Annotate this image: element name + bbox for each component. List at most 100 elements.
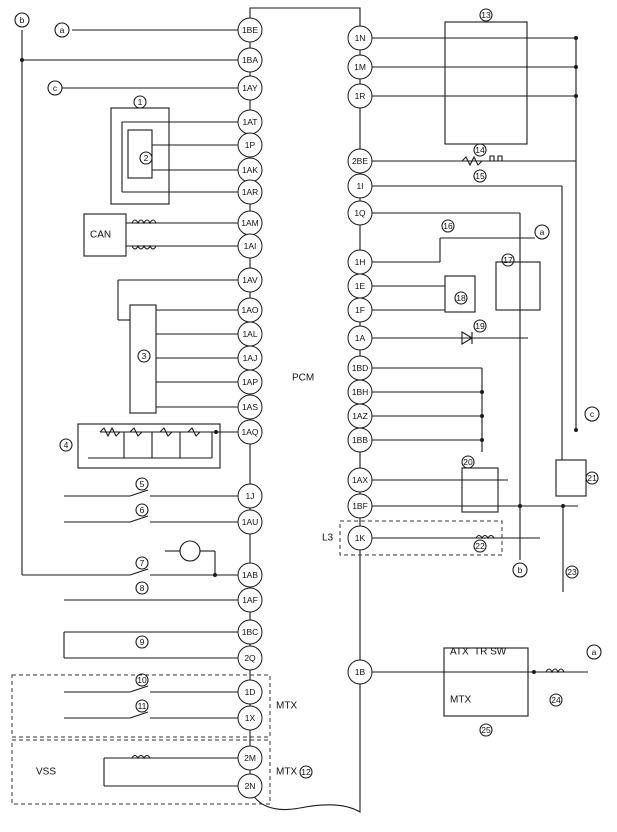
component-number-3: 3: [137, 349, 151, 363]
svg-text:1: 1: [138, 97, 143, 107]
component-number-23: 23: [565, 565, 579, 579]
svg-text:1AY: 1AY: [242, 83, 258, 93]
component-number-8: 8: [135, 581, 149, 595]
svg-text:1AS: 1AS: [242, 402, 258, 412]
right-pin-1az: 1AZ: [347, 403, 373, 429]
svg-text:b: b: [518, 565, 523, 575]
svg-text:1A: 1A: [355, 333, 366, 343]
svg-text:1BA: 1BA: [242, 55, 258, 65]
svg-text:1R: 1R: [355, 91, 366, 101]
svg-text:24: 24: [551, 695, 561, 705]
component-number-2: 2: [139, 151, 153, 165]
connector-b-bottom: b: [512, 562, 528, 578]
pcm-label: PCM: [292, 373, 314, 384]
right-pin-1bb: 1BB: [347, 427, 373, 453]
svg-text:1AM: 1AM: [241, 218, 258, 228]
right-pin-1h: 1H: [347, 249, 373, 275]
left-pin-1al: 1AL: [237, 321, 263, 347]
component-number-14: 14: [473, 143, 487, 157]
svg-text:11: 11: [138, 701, 147, 711]
right-pin-1e: 1E: [347, 273, 373, 299]
right-pin-1m: 1M: [347, 54, 373, 80]
svg-text:b: b: [20, 15, 25, 25]
svg-text:15: 15: [475, 171, 485, 181]
can-label: CAN: [90, 230, 111, 241]
left-pin-1ap: 1AP: [237, 369, 263, 395]
svg-text:14: 14: [475, 145, 485, 155]
svg-text:1BB: 1BB: [352, 435, 368, 445]
right-pin-1f: 1F: [347, 297, 373, 323]
svg-text:1B: 1B: [355, 667, 366, 677]
left-pin-2n: 2N: [237, 773, 263, 799]
left-pin-group: 1BE1BA1AY1AT1P1AK1AR1AM1AI1AV1AO1AL1AJ1A…: [237, 17, 263, 799]
mtx-label-2: MTX: [276, 767, 297, 778]
svg-text:9: 9: [140, 637, 145, 647]
svg-text:1AO: 1AO: [241, 305, 258, 315]
right-pin-1bd: 1BD: [347, 355, 373, 381]
component-number-18: 18: [454, 291, 468, 305]
svg-text:21: 21: [587, 473, 597, 483]
svg-text:1E: 1E: [355, 281, 366, 291]
right-pin-1a: 1A: [347, 325, 373, 351]
left-pin-1x: 1X: [237, 705, 263, 731]
svg-text:6: 6: [140, 505, 145, 515]
component-number-10: 10: [135, 673, 149, 687]
svg-text:1K: 1K: [355, 533, 366, 543]
component-number-6: 6: [135, 503, 149, 517]
svg-text:2BE: 2BE: [352, 156, 368, 166]
right-pin-1bh: 1BH: [347, 379, 373, 405]
component-number-15: 15: [473, 169, 487, 183]
right-pin-1n: 1N: [347, 25, 373, 51]
svg-text:1D: 1D: [245, 687, 256, 697]
svg-text:1M: 1M: [354, 62, 366, 72]
svg-text:23: 23: [567, 567, 577, 577]
left-pin-1at: 1AT: [237, 109, 263, 135]
svg-text:a: a: [592, 647, 597, 657]
vss-label: VSS: [36, 767, 56, 778]
svg-text:1Q: 1Q: [354, 208, 366, 218]
right-pin-1bf: 1BF: [347, 493, 373, 519]
left-wiring: [11, 29, 271, 805]
svg-text:1AK: 1AK: [242, 165, 258, 175]
left-pin-1p: 1P: [237, 132, 263, 158]
atx-label: ATX: [450, 647, 469, 658]
connector-c-left: c: [47, 80, 63, 96]
right-wiring: [339, 21, 588, 717]
svg-text:1AQ: 1AQ: [241, 427, 258, 437]
svg-text:1AL: 1AL: [242, 329, 257, 339]
svg-text:1BE: 1BE: [242, 25, 258, 35]
connector-b-top: b: [14, 12, 30, 28]
svg-text:7: 7: [140, 558, 145, 568]
svg-text:22: 22: [475, 541, 485, 551]
svg-text:c: c: [590, 409, 595, 419]
svg-text:1BC: 1BC: [242, 627, 259, 637]
svg-text:1AR: 1AR: [242, 187, 259, 197]
svg-text:2: 2: [144, 153, 149, 163]
svg-text:1P: 1P: [245, 140, 256, 150]
left-pin-1am: 1AM: [237, 210, 263, 236]
right-pin-1k: 1K: [347, 525, 373, 551]
svg-text:1I: 1I: [356, 181, 363, 191]
right-pin-1ax: 1AX: [347, 467, 373, 493]
svg-text:20: 20: [463, 457, 473, 467]
left-pin-1ay: 1AY: [237, 75, 263, 101]
svg-text:2M: 2M: [244, 753, 256, 763]
left-pin-1af: 1AF: [237, 587, 263, 613]
svg-text:1AT: 1AT: [243, 117, 258, 127]
svg-text:c: c: [53, 83, 58, 93]
connector-a-top: a: [54, 22, 70, 38]
svg-text:1AP: 1AP: [242, 377, 258, 387]
left-pin-1be: 1BE: [237, 17, 263, 43]
left-pin-2m: 2M: [237, 745, 263, 771]
mtx-label-1: MTX: [276, 701, 297, 712]
svg-text:5: 5: [140, 479, 145, 489]
connector-c-right: c: [584, 406, 600, 422]
left-pin-1au: 1AU: [237, 509, 263, 535]
pcm-outline: [249, 7, 361, 813]
svg-text:1N: 1N: [355, 33, 366, 43]
right-pin-1q: 1Q: [347, 200, 373, 226]
svg-text:1H: 1H: [355, 257, 366, 267]
left-pin-1ai: 1AI: [237, 233, 263, 259]
component-number-19: 19: [473, 319, 487, 333]
